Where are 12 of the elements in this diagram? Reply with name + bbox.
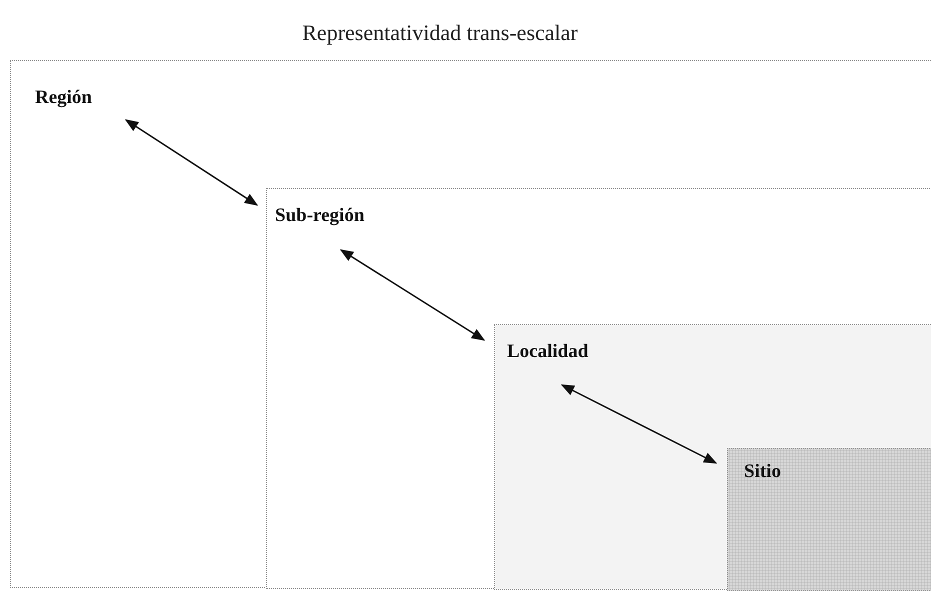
scale-box xyxy=(266,188,931,589)
scale-label: Sub-región xyxy=(275,205,364,227)
scale-label: Sitio xyxy=(744,461,781,483)
double-arrow xyxy=(560,384,718,464)
scale-box xyxy=(727,448,931,591)
double-arrow xyxy=(340,249,486,341)
diagram-title: Representatividad trans-escalar xyxy=(301,20,579,46)
scale-label: Localidad xyxy=(507,341,588,363)
scale-label: Región xyxy=(35,87,92,109)
scale-box xyxy=(494,324,931,590)
double-arrow xyxy=(124,119,258,206)
region-box xyxy=(10,60,931,588)
